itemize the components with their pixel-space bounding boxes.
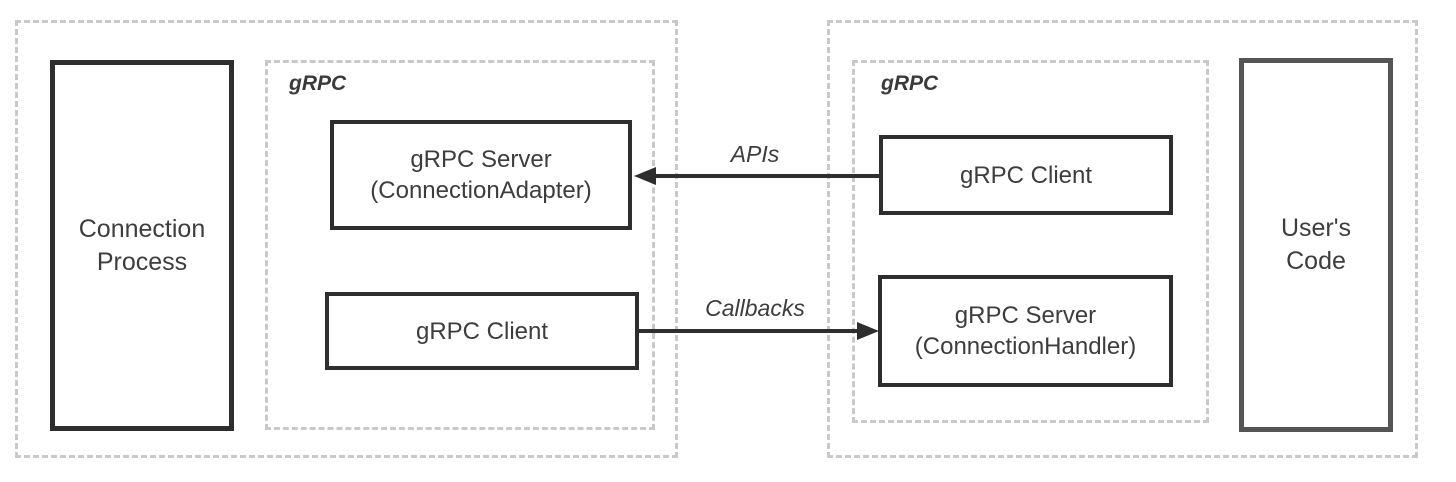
callbacks-arrow-line	[639, 329, 861, 333]
left-grpc-client-label: gRPC Client	[415, 317, 549, 345]
grpc-server-connection-adapter-label: gRPC Server (ConnectionAdapter)	[370, 146, 592, 204]
right-grpc-client-box: gRPC Client	[879, 135, 1173, 215]
user-code-boundary	[827, 20, 1418, 458]
left-grpc-client-box: gRPC Client	[325, 292, 639, 370]
connection-process-label: Connection Process	[78, 214, 206, 276]
grpc-server-connection-adapter-box: gRPC Server (ConnectionAdapter)	[330, 120, 632, 230]
right-grpc-boundary-title: gRPC	[881, 72, 939, 95]
grpc-server-connection-handler-box: gRPC Server (ConnectionHandler)	[878, 275, 1173, 387]
callbacks-arrow-label: Callbacks	[705, 295, 805, 321]
users-code-label: User's Code	[1280, 214, 1352, 275]
callbacks-arrowhead-right-icon	[857, 322, 879, 340]
apis-arrow-line	[652, 174, 881, 178]
users-code-box: User's Code	[1239, 58, 1393, 432]
right-grpc-boundary	[852, 60, 1209, 423]
left-grpc-boundary-title: gRPC	[289, 72, 347, 95]
apis-arrowhead-left-icon	[634, 167, 656, 185]
connection-process-boundary	[15, 20, 678, 458]
grpc-server-connection-handler-label: gRPC Server (ConnectionHandler)	[914, 302, 1137, 360]
connection-process-box: Connection Process	[50, 60, 234, 431]
right-grpc-client-label: gRPC Client	[959, 161, 1093, 189]
apis-arrow-label: APIs	[730, 141, 780, 167]
left-grpc-boundary	[265, 60, 655, 430]
